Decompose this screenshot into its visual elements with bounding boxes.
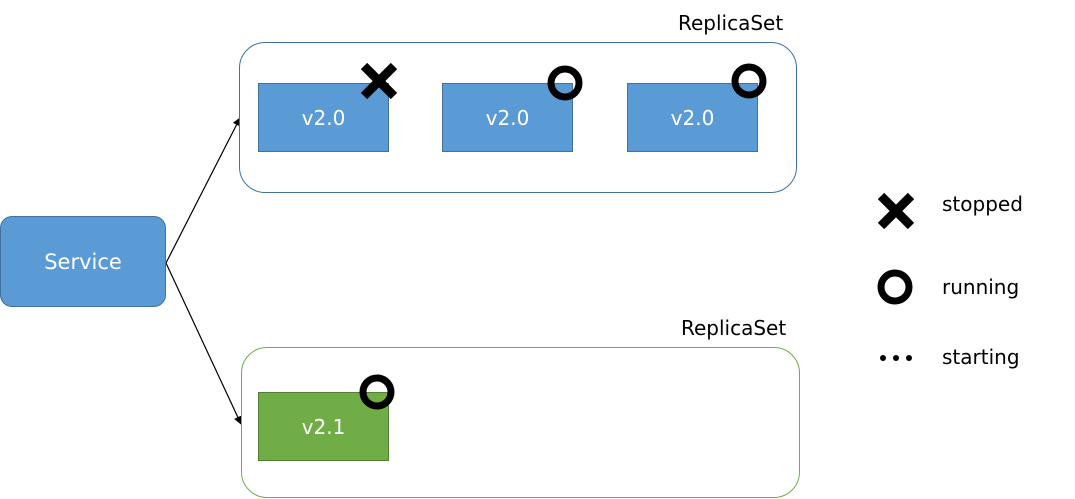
dots-icon: [876, 338, 916, 378]
ring-icon: [729, 61, 769, 101]
pod-version-label: v2.0: [301, 105, 346, 130]
replicaset-bottom-label: ReplicaSet: [681, 316, 787, 340]
legend-label-stopped: stopped: [942, 192, 1023, 216]
pod-version-label: v2.0: [485, 105, 530, 130]
cross-icon: [359, 61, 399, 101]
cross-icon: [876, 191, 916, 231]
replicaset-top-label: ReplicaSet: [678, 11, 784, 35]
service-node: Service: [0, 216, 166, 307]
ring-icon: [545, 63, 585, 103]
service-label: Service: [44, 249, 122, 274]
pod-v2-0-second: v2.0: [442, 83, 573, 152]
pod-version-label: v2.0: [670, 105, 715, 130]
arrow-to-replicaset-top: [165, 117, 241, 264]
legend-label-running: running: [942, 275, 1020, 299]
pod-version-label: v2.1: [301, 414, 346, 439]
pod-v2-0-third: v2.0: [627, 83, 758, 152]
ring-icon: [875, 267, 915, 307]
arrow-to-replicaset-bottom: [165, 262, 242, 425]
ring-icon: [357, 372, 397, 412]
legend-label-starting: starting: [942, 345, 1020, 369]
